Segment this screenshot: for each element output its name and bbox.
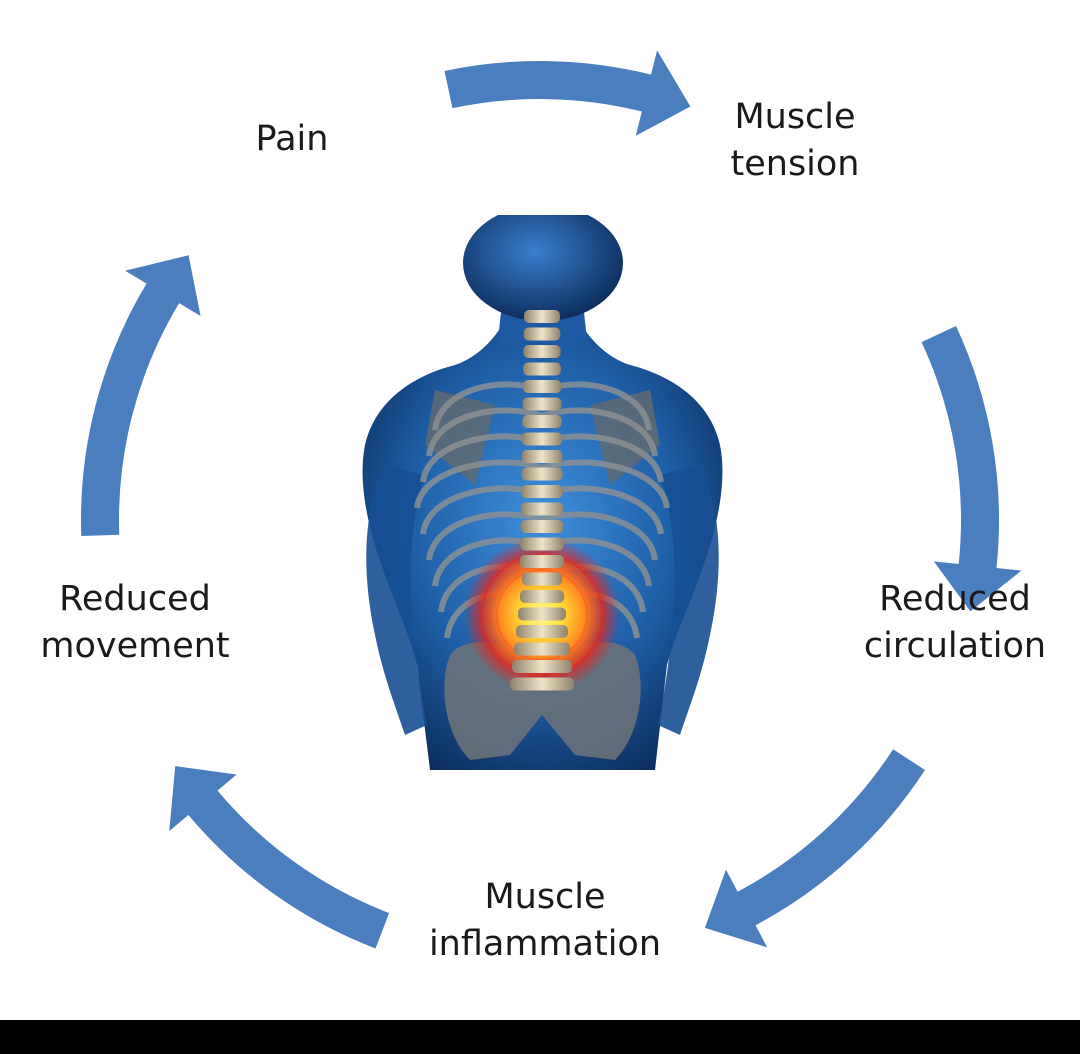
stage-label-line: Pain xyxy=(255,119,329,159)
rib xyxy=(541,511,658,561)
arrow-muscle-inflammation-to-reduced-movement xyxy=(169,766,390,949)
vertebra xyxy=(516,625,568,638)
vertebra xyxy=(521,450,563,463)
stage-label-line: tension xyxy=(730,144,860,184)
vertebra xyxy=(522,572,562,586)
stage-label-reduced-movement: Reduced movement xyxy=(30,576,240,670)
stage-label-line: inflammation xyxy=(428,924,662,964)
human-back-spine-illustration xyxy=(362,215,723,770)
vertebra xyxy=(521,432,563,446)
vertebra xyxy=(522,397,562,411)
arrow-pain-to-muscle-tension xyxy=(444,50,691,136)
vertebra xyxy=(512,660,572,673)
stage-label-muscle-tension: Muscle tension xyxy=(700,94,890,188)
left-arm-silhouette xyxy=(366,465,427,735)
stage-label-line: Reduced xyxy=(879,579,1031,619)
vertebra xyxy=(521,485,563,498)
vertebra xyxy=(520,537,564,551)
vertebra xyxy=(510,677,574,691)
vertebra xyxy=(520,520,564,533)
stage-label-muscle-inflammation: Muscle inflammation xyxy=(410,874,680,968)
rib xyxy=(541,459,670,509)
rib xyxy=(541,407,658,457)
pain-cycle-diagram: Pain Muscle tension Reduced circulation … xyxy=(30,50,1060,968)
cycle-arrows xyxy=(80,50,1022,949)
arrow-muscle-tension-to-reduced-circulation xyxy=(921,326,1022,612)
head-silhouette xyxy=(463,215,623,321)
stage-label-reduced-circulation: Reduced circulation xyxy=(850,576,1060,670)
right-arm-silhouette xyxy=(658,465,719,735)
vertebra xyxy=(523,345,561,358)
stage-label-pain: Pain xyxy=(232,116,352,163)
vertebra xyxy=(519,555,565,568)
vertebra xyxy=(520,590,564,603)
vertebra xyxy=(524,310,560,323)
vertebra xyxy=(522,380,562,393)
stage-label-line: Reduced xyxy=(59,579,211,619)
rib xyxy=(426,407,543,457)
arrow-reduced-circulation-to-muscle-inflammation xyxy=(704,749,925,948)
vertebra xyxy=(522,415,562,428)
stage-label-line: Muscle xyxy=(734,97,856,137)
rib xyxy=(426,511,543,561)
vertebra xyxy=(521,467,563,481)
bottom-bar xyxy=(0,1020,1080,1054)
stage-label-line: movement xyxy=(40,626,230,666)
spine xyxy=(510,310,574,691)
stage-label-line: circulation xyxy=(863,626,1047,666)
arrow-reduced-movement-to-pain xyxy=(80,255,201,537)
vertebra xyxy=(518,607,566,621)
vertebra xyxy=(523,327,561,341)
vertebra xyxy=(514,642,570,656)
vertebra xyxy=(523,362,561,376)
vertebra xyxy=(520,502,564,516)
rib xyxy=(414,459,543,509)
stage-label-line: Muscle xyxy=(484,877,606,917)
